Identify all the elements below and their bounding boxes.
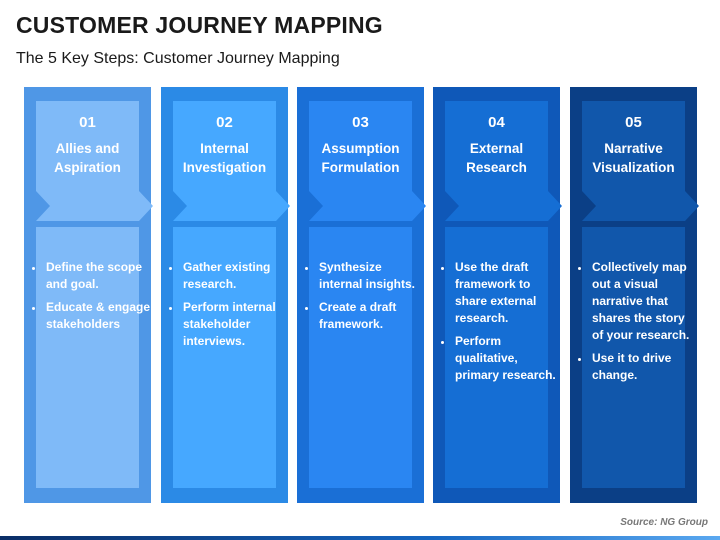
step-chevron-band bbox=[309, 101, 426, 488]
step-bullet-list: Define the scope and goal. Educate & enga… bbox=[34, 259, 152, 339]
step-body-panel bbox=[36, 227, 139, 488]
step-header-chevron bbox=[173, 101, 290, 221]
step-bullet: Perform qualitative, primary research. bbox=[453, 333, 561, 384]
bottom-accent-bar bbox=[0, 536, 720, 540]
step-bullet: Perform internal stakeholder interviews. bbox=[181, 299, 289, 350]
step-bullet: Use it to drive change. bbox=[590, 350, 698, 384]
step-number: 01 bbox=[79, 114, 96, 131]
step-bullet-list: Collectively map out a visual narrative … bbox=[580, 259, 698, 390]
step-number: 02 bbox=[216, 114, 233, 131]
step-bullet-list: Gather existing research. Perform interna… bbox=[171, 259, 289, 356]
step-bullet-list: Use the draft framework to share externa… bbox=[443, 259, 561, 390]
step-header-chevron bbox=[445, 101, 562, 221]
step-number: 04 bbox=[488, 114, 505, 131]
step-bullet: Use the draft framework to share externa… bbox=[453, 259, 561, 327]
step-body-panel bbox=[309, 227, 412, 488]
step-chevron-band bbox=[445, 101, 562, 488]
step-heading: Internal Investigation bbox=[182, 141, 267, 175]
step-bullet: Define the scope and goal. bbox=[44, 259, 152, 293]
step-header-chevron bbox=[36, 101, 153, 221]
step-bullet: Educate & engage stakeholders bbox=[44, 299, 152, 333]
page-title: CUSTOMER JOURNEY MAPPING bbox=[16, 12, 383, 38]
step-bullet: Gather existing research. bbox=[181, 259, 289, 293]
step-header-chevron bbox=[309, 101, 426, 221]
step-bullet: Collectively map out a visual narrative … bbox=[590, 259, 698, 344]
step-chevron-band bbox=[36, 101, 153, 488]
step-heading: Allies and Aspiration bbox=[54, 141, 121, 175]
step-chevron-band bbox=[173, 101, 290, 488]
source-note: Source: NG Group bbox=[620, 517, 708, 528]
step-heading: Assumption Formulation bbox=[321, 141, 400, 175]
step-bullet-list: Synthesize internal insights. Create a dr… bbox=[307, 259, 425, 339]
step-number: 03 bbox=[352, 114, 369, 131]
step-number: 05 bbox=[625, 114, 642, 131]
step-body-panel bbox=[173, 227, 276, 488]
step-heading: External Research bbox=[466, 141, 527, 175]
step-body-panel bbox=[445, 227, 548, 488]
step-header-chevron bbox=[582, 101, 699, 221]
step-bullet: Create a draft framework. bbox=[317, 299, 425, 333]
step-body-panel bbox=[582, 227, 685, 488]
page-subtitle: The 5 Key Steps: Customer Journey Mappin… bbox=[16, 50, 340, 67]
step-bullet: Synthesize internal insights. bbox=[317, 259, 425, 293]
step-chevron-band bbox=[582, 101, 699, 488]
step-heading: Narrative Visualization bbox=[592, 141, 675, 175]
